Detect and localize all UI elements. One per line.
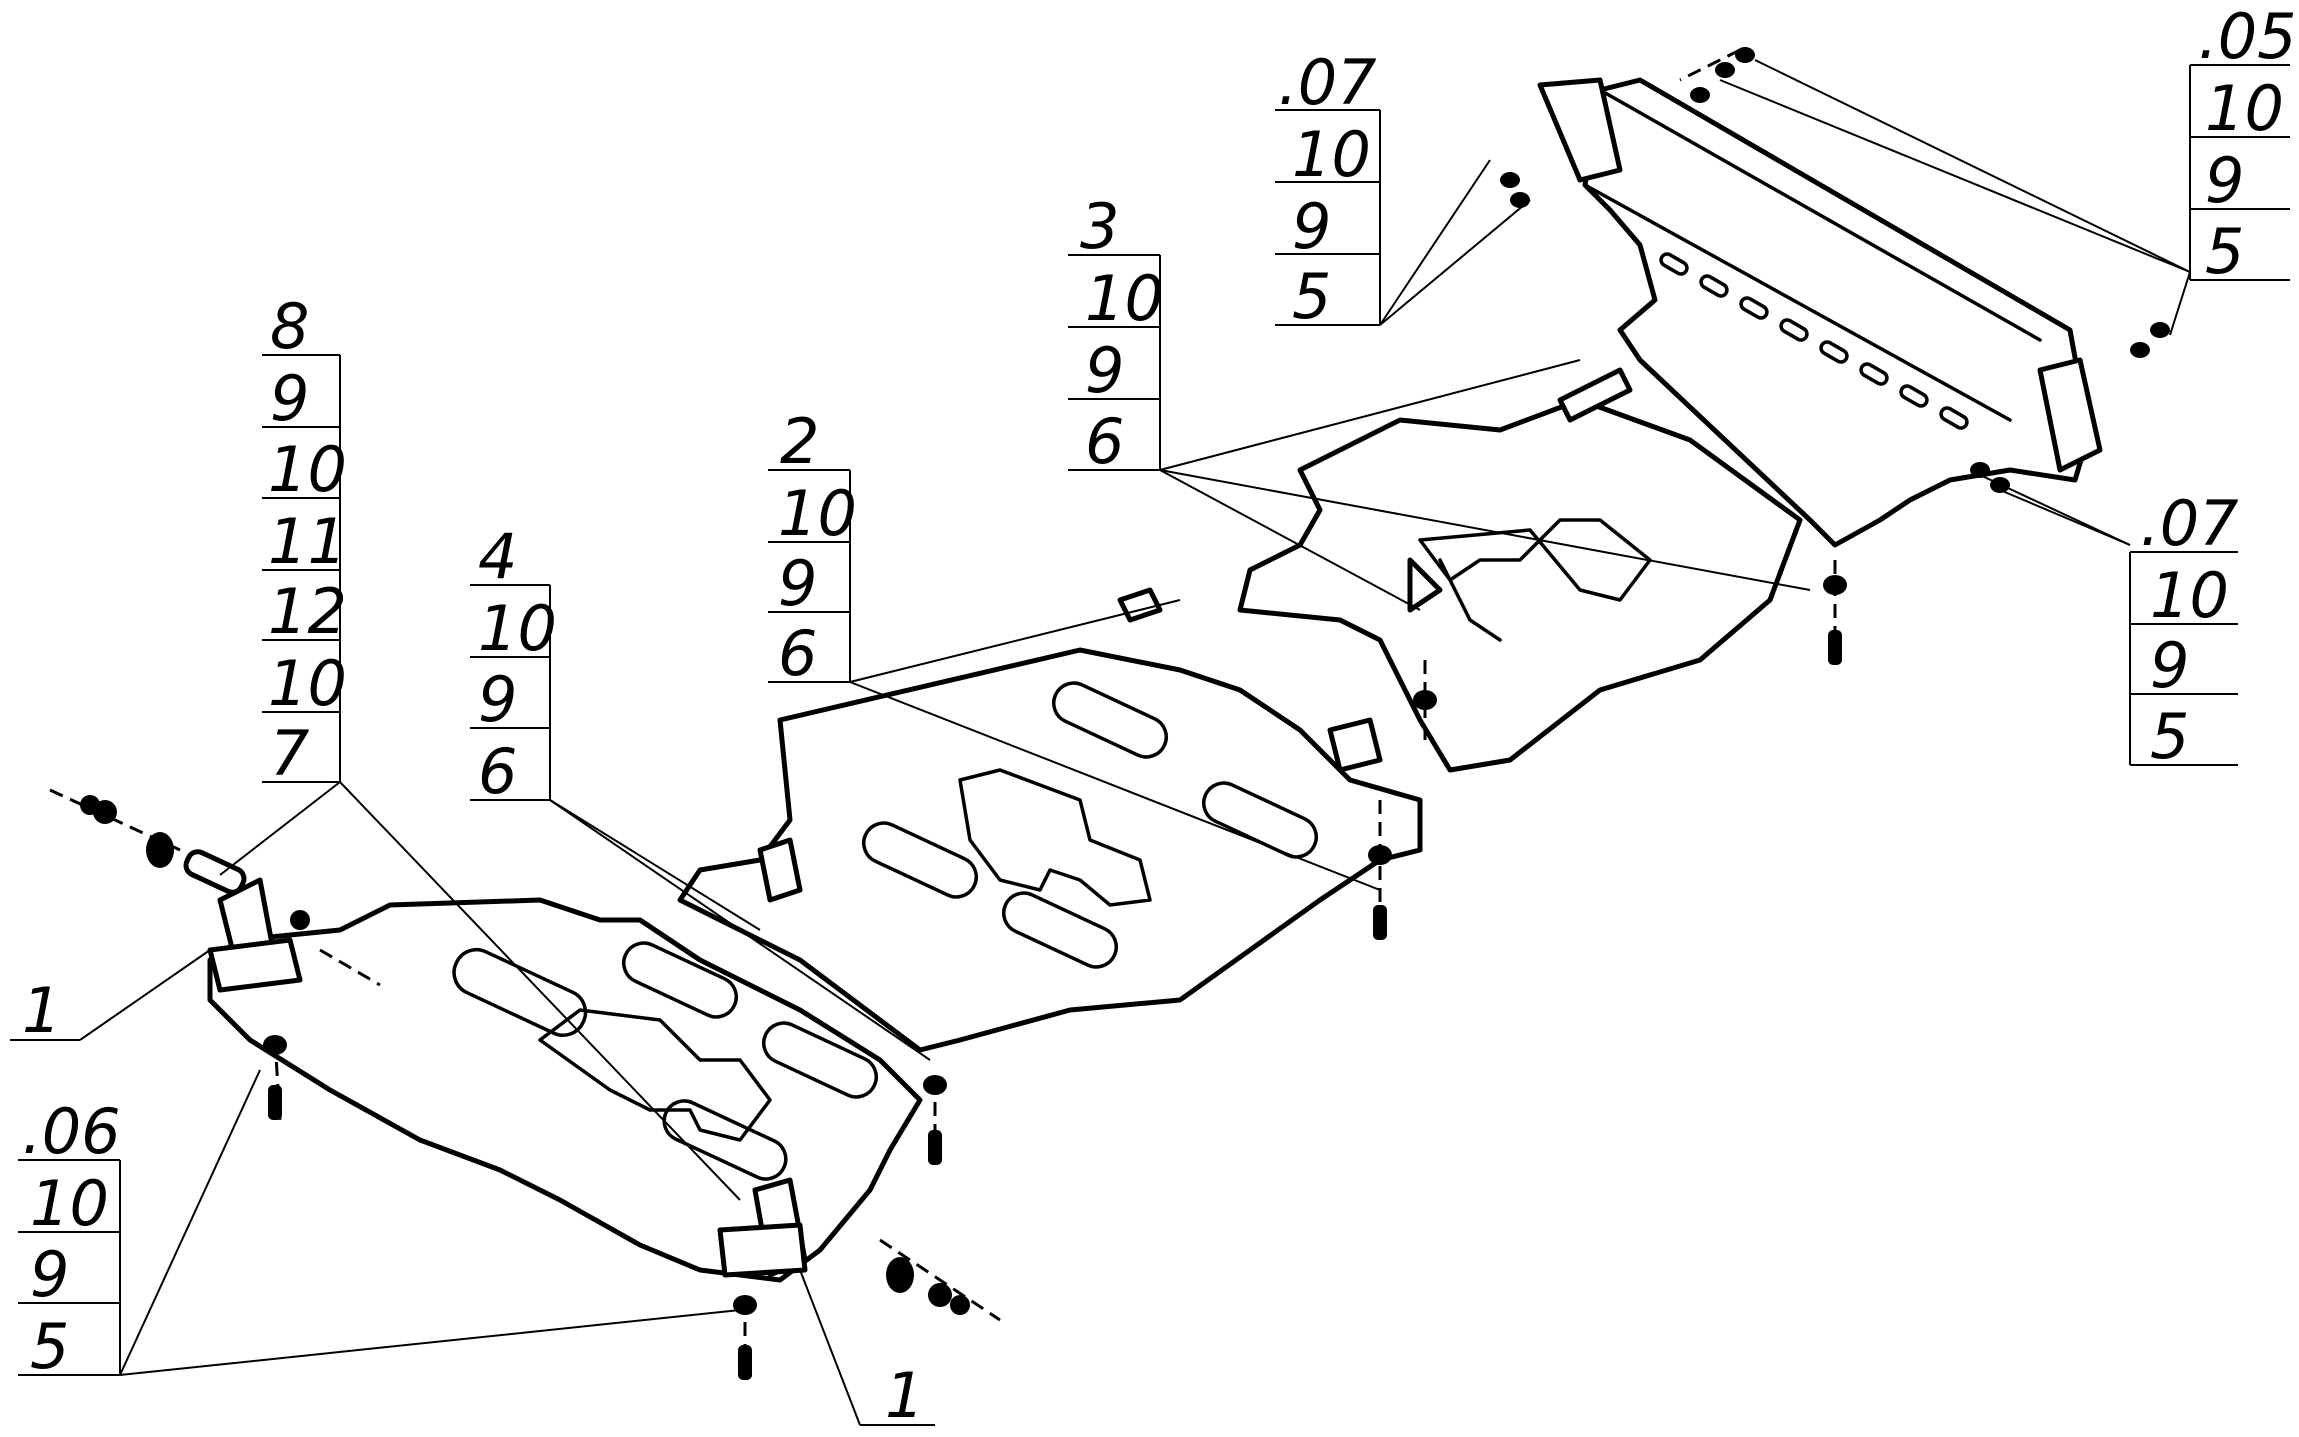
callout-c2-line-2: 10 bbox=[2205, 72, 2284, 145]
callout-group-c8: 1 bbox=[10, 974, 80, 1047]
callout-c5-line-5: 12 bbox=[268, 575, 347, 648]
callout-group-c1: .07 10 9 5 bbox=[1275, 46, 1381, 333]
callout-c4-line-3: 9 bbox=[778, 547, 817, 620]
callout-c4-line-1: 2 bbox=[780, 405, 819, 478]
leader-lines bbox=[79, 59, 2191, 1426]
callout-c7-line-2: 10 bbox=[2150, 559, 2229, 632]
callout-c9-line-4: 5 bbox=[30, 1310, 69, 1383]
plate-top-right bbox=[1537, 77, 2103, 548]
callout-c3-line-2: 10 bbox=[1085, 262, 1164, 335]
plate-middle-right bbox=[1237, 367, 1803, 773]
callout-c9-line-1: .06 bbox=[22, 1095, 121, 1168]
callout-group-c3: 3 10 9 6 bbox=[1068, 190, 1164, 478]
callout-c5-line-7: 7 bbox=[270, 717, 309, 790]
plate-bottom-left bbox=[207, 877, 923, 1283]
callout-c5-line-4: 11 bbox=[268, 505, 347, 578]
callout-c5-line-3: 10 bbox=[268, 433, 347, 506]
callout-c6-line-2: 10 bbox=[478, 592, 557, 665]
callout-c3-line-4: 6 bbox=[1085, 405, 1124, 478]
callout-group-c5: 8 9 10 11 12 10 7 bbox=[262, 290, 347, 790]
callout-c2-line-4: 5 bbox=[2205, 215, 2244, 288]
callout-c2-line-3: 9 bbox=[2205, 144, 2244, 217]
hardware bbox=[49, 47, 2170, 1380]
callout-group-c10: 1 bbox=[860, 1359, 935, 1432]
callout-c10-line-1: 1 bbox=[885, 1359, 924, 1432]
callout-c3-line-1: 3 bbox=[1080, 190, 1119, 263]
callout-group-c6: 4 10 9 6 bbox=[470, 520, 557, 808]
callout-c1-line-1: .07 bbox=[1278, 46, 1377, 119]
callout-c2-line-1: .05 bbox=[2198, 0, 2297, 73]
oval-cutouts bbox=[861, 681, 1319, 969]
callout-c1-line-3: 9 bbox=[1292, 190, 1331, 263]
callout-c5-line-1: 8 bbox=[270, 290, 309, 363]
callout-c9-line-2: 10 bbox=[30, 1167, 109, 1240]
callout-c6-line-1: 4 bbox=[478, 520, 517, 593]
callout-c9-line-3: 9 bbox=[30, 1238, 69, 1311]
callout-c5-line-6: 10 bbox=[268, 647, 347, 720]
callout-group-c9: .06 10 9 5 bbox=[18, 1095, 121, 1383]
callout-c1-line-2: 10 bbox=[1292, 118, 1371, 191]
callout-c7-line-4: 5 bbox=[2150, 700, 2189, 773]
callout-c1-line-4: 5 bbox=[1292, 260, 1331, 333]
slot-row bbox=[1659, 252, 1969, 430]
callout-c4-line-2: 10 bbox=[778, 477, 857, 550]
callout-c7-line-3: 9 bbox=[2150, 629, 2189, 702]
callout-c6-line-4: 6 bbox=[478, 735, 517, 808]
callout-c6-line-3: 9 bbox=[478, 663, 517, 736]
callout-c7-line-1: .07 bbox=[2140, 487, 2239, 560]
callout-group-c2: .05 10 9 5 bbox=[2189, 0, 2297, 288]
callout-c5-line-2: 9 bbox=[270, 362, 309, 435]
callout-group-c4: 2 10 9 6 bbox=[768, 405, 857, 690]
callout-c4-line-4: 6 bbox=[778, 617, 817, 690]
callout-group-c7: .07 10 9 5 bbox=[2129, 487, 2239, 773]
callout-c3-line-3: 9 bbox=[1085, 334, 1124, 407]
callout-c8-line-1: 1 bbox=[22, 974, 61, 1047]
oval-cutouts-lower bbox=[452, 941, 879, 1181]
